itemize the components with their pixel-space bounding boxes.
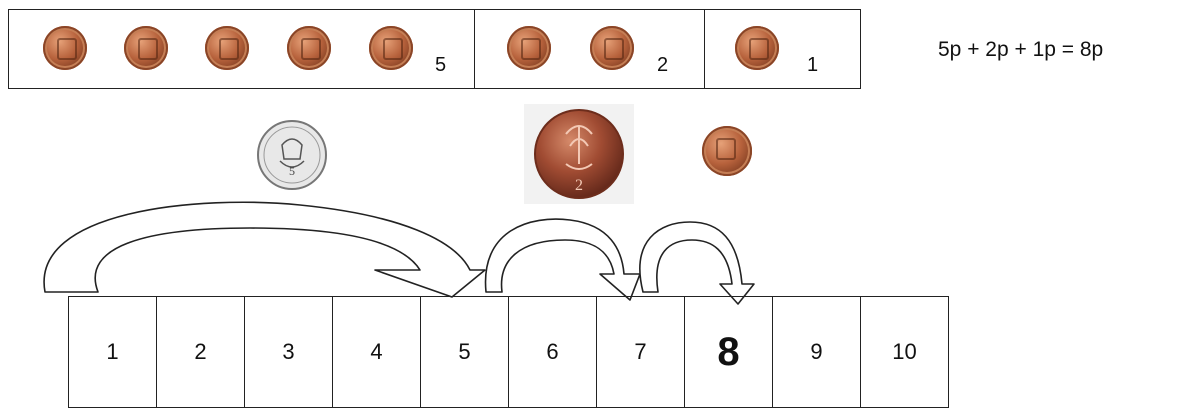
jump-arrow-5: [44, 202, 485, 297]
number-cell: 7: [597, 297, 685, 407]
number-cell: 4: [333, 297, 421, 407]
number-line: 1 2 3 4 5 6 7 8 9 10: [68, 296, 949, 408]
number-cell: 10: [861, 297, 949, 407]
number-cell-highlighted: 8: [685, 297, 773, 407]
number-cell: 3: [245, 297, 333, 407]
number-cell: 9: [773, 297, 861, 407]
jump-arrow-1: [640, 222, 754, 304]
number-cell: 2: [157, 297, 245, 407]
number-cell: 1: [69, 297, 157, 407]
jump-arrow-2: [486, 219, 640, 300]
number-cell: 5: [421, 297, 509, 407]
number-cell: 6: [509, 297, 597, 407]
